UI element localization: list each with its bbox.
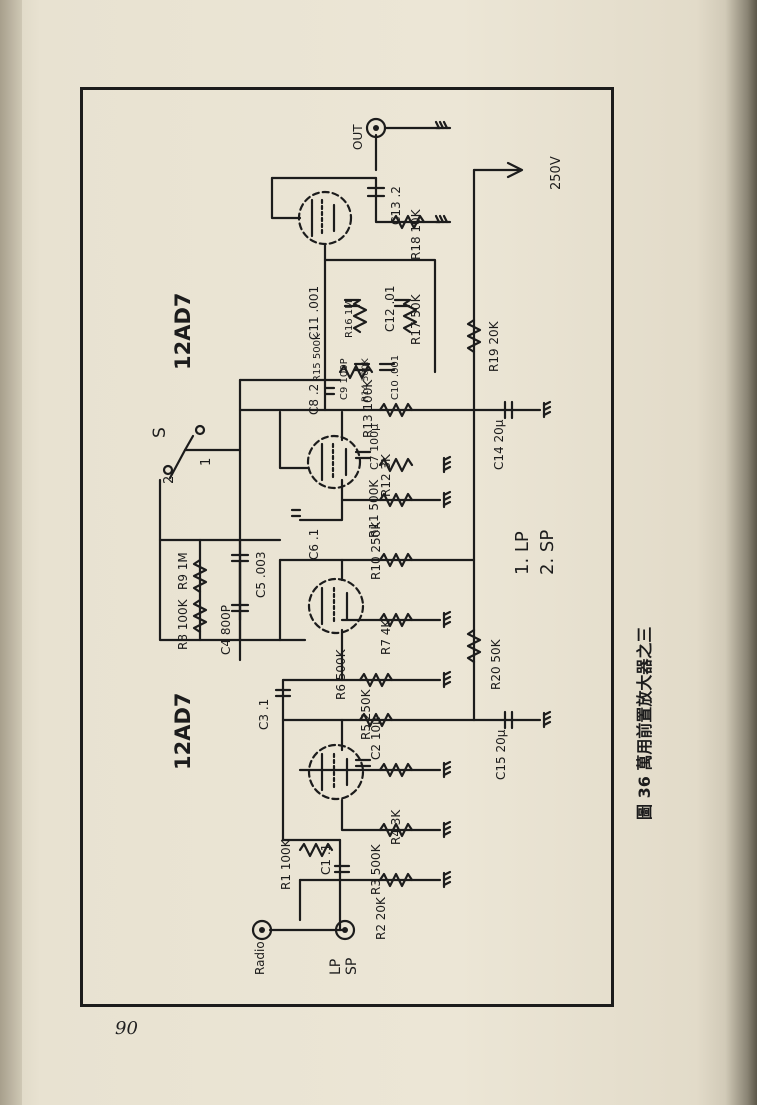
label-r4: R4 3K (389, 809, 403, 845)
label-r19: R19 20K (487, 320, 501, 372)
label-c1: C1 .1 (319, 844, 333, 875)
label-c11: C11 .001 (307, 286, 321, 340)
tube-input (307, 743, 365, 801)
label-c2: C2 10μ (369, 717, 383, 760)
resistor-symbols (192, 214, 482, 888)
wiring (158, 126, 542, 932)
label-c6: C6 .1 (307, 529, 321, 560)
label-c8: C8 .2 (307, 384, 321, 415)
label-r2: R2 20K (374, 896, 388, 940)
label-switch-pos-1: 1 (199, 458, 214, 466)
label-legend-lp: 1. LP (512, 531, 533, 575)
label-r10: R10 250K (369, 521, 383, 580)
label-out: OUT (351, 124, 365, 150)
label-legend-sp: 2. SP (537, 530, 558, 575)
tube-output (297, 190, 353, 246)
label-r5: R5 250K (359, 688, 373, 740)
label-r3: R3 500K (369, 843, 383, 895)
label-c4: C4 800P (219, 605, 233, 655)
label-r9: R9 1M (176, 552, 190, 590)
label-c3: C3 .1 (257, 699, 271, 730)
tube-second (306, 434, 362, 490)
tube-third (307, 577, 365, 635)
schematic-frame (80, 87, 614, 1007)
label-switch: S (150, 427, 170, 438)
label-r6: R6 500K (334, 648, 348, 700)
ground-symbols (434, 120, 552, 889)
label-r11: R11 500K (367, 479, 381, 538)
label-tube-lower: 12AD7 (171, 692, 195, 770)
label-r16: R16 1M (344, 300, 355, 338)
label-r12: R12 3K (379, 453, 393, 497)
label-radio: Radio (253, 941, 267, 975)
label-c14: C14 20μ (492, 419, 506, 470)
label-r14: R14 500K (361, 357, 371, 402)
label-tube-upper: 12AD7 (171, 292, 195, 370)
label-r15: R15 500K (312, 333, 323, 382)
label-c7: C7 100μ (368, 424, 381, 470)
label-c12: C12 .01 (383, 285, 397, 332)
label-250v: 250V (549, 156, 564, 190)
label-c9: C9 100P (339, 358, 350, 400)
label-r18: R18 10K (409, 208, 423, 260)
page-number: 90 (115, 1018, 138, 1039)
label-r20: R20 50K (489, 638, 503, 690)
label-r8: R8 100K (176, 598, 190, 650)
label-r13: R13 100K (361, 379, 375, 438)
label-switch-pos-2: 2 (162, 476, 177, 484)
page-edge (725, 0, 757, 1105)
capacitor-symbols (230, 186, 514, 874)
label-c13: C13 .2 (389, 186, 403, 225)
label-c15: C15 20μ (494, 729, 508, 780)
label-sp: SP (344, 958, 360, 975)
label-r17: R17 50K (409, 293, 423, 345)
label-r1: R1 100K (279, 838, 293, 890)
book-spine (0, 0, 22, 1105)
label-c5: C5 .003 (254, 551, 268, 598)
label-c10: C10 .001 (390, 355, 401, 400)
label-lp: LP (328, 959, 344, 975)
terminals (162, 117, 387, 941)
label-r7: R7 4K (379, 619, 393, 655)
figure-caption: 圖 36 萬用前置放大器之三 (635, 627, 654, 820)
